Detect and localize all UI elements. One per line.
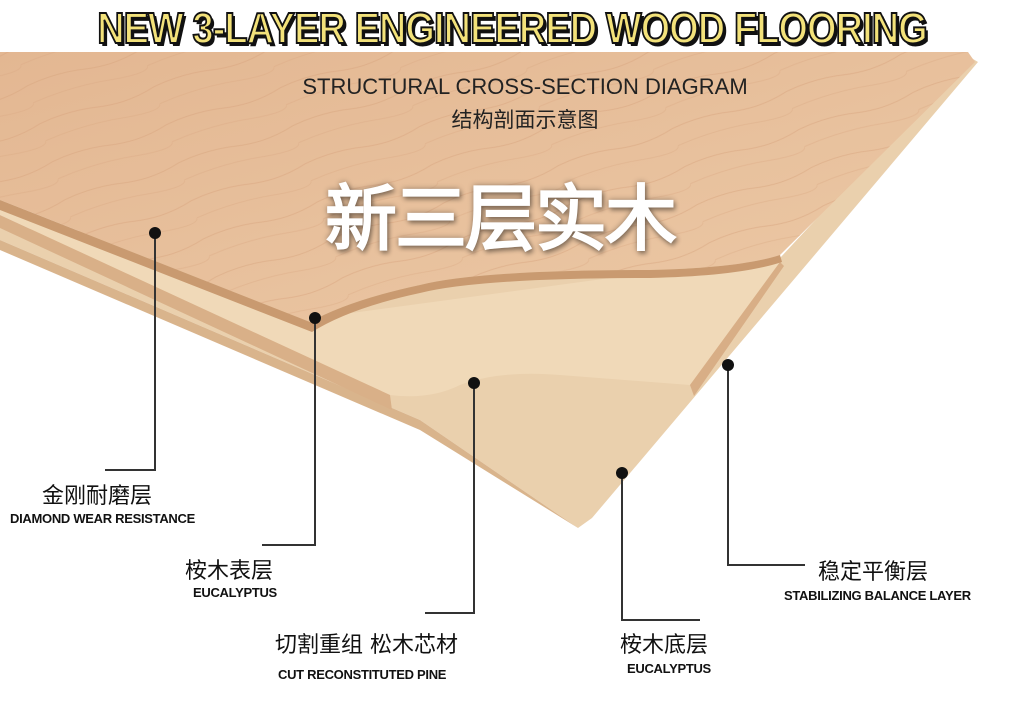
page-title: NEW 3-LAYER ENGINEERED WOOD FLOORING bbox=[96, 3, 928, 54]
callout-bottom-cn: 桉木底层 bbox=[620, 633, 709, 658]
callout-wear-cn: 金刚耐磨层 bbox=[42, 484, 153, 509]
bottom-eucalyptus-layer bbox=[0, 56, 978, 528]
core-right-edge bbox=[690, 262, 784, 396]
core-layer-edge bbox=[0, 215, 392, 410]
callout-core-en: CUT RECONSTITUTED PINE bbox=[278, 667, 447, 682]
leader-lines bbox=[105, 233, 805, 621]
bottom-layer-edge bbox=[0, 240, 578, 528]
callout-dots bbox=[149, 227, 734, 479]
callout-bottom-en: EUCALYPTUS bbox=[627, 661, 711, 676]
callout-balance-en: STABILIZING BALANCE LAYER bbox=[784, 588, 971, 603]
callout-wear-en: DIAMOND WEAR RESISTANCE bbox=[10, 511, 195, 526]
callout-core-cn: 切割重组 松木芯材 bbox=[275, 633, 458, 658]
callout-surface-en: EUCALYPTUS bbox=[193, 585, 277, 600]
top-layer-edge bbox=[0, 200, 782, 332]
callout-balance-cn: 稳定平衡层 bbox=[818, 560, 929, 585]
pine-core-layer bbox=[0, 200, 780, 397]
subtitle-en: STRUCTURAL CROSS-SECTION DIAGRAM bbox=[302, 74, 748, 99]
center-label: 新三层实木 bbox=[324, 177, 677, 261]
subtitle-cn: 结构剖面示意图 bbox=[451, 109, 599, 132]
callout-surface-cn: 桉木表层 bbox=[185, 559, 274, 584]
